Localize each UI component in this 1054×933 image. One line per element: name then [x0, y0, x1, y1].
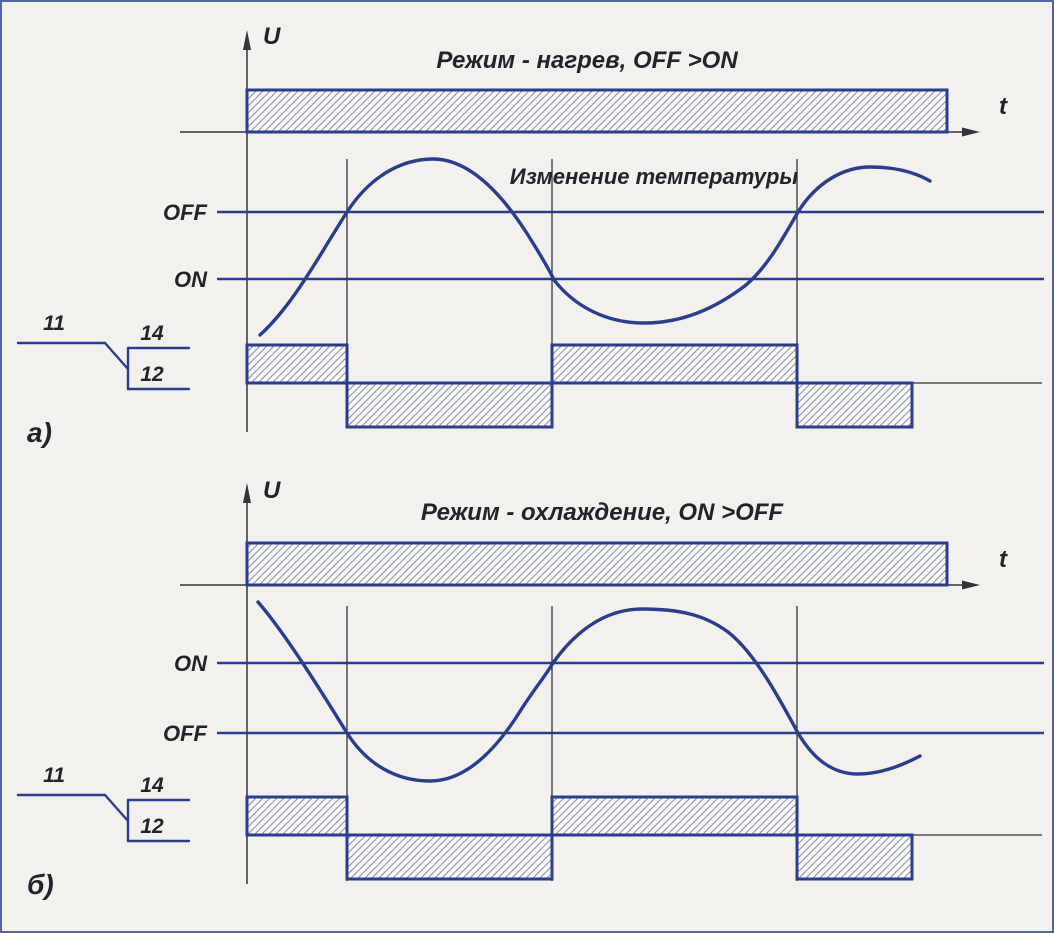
time-axis-arrow-icon [962, 580, 980, 590]
contact-no-label: 14 [140, 774, 164, 797]
contact-no-label: 14 [140, 322, 164, 345]
relay-pulse-low-1 [345, 381, 554, 429]
time-axis-arrow-icon [962, 127, 980, 137]
threshold-label-off: OFF [163, 200, 208, 225]
contact-nc-label: 12 [140, 363, 164, 386]
relay-pulse-high-1 [245, 343, 349, 385]
temperature-curve [256, 600, 922, 783]
panel-a: U t Режим - нагрев, OFF >ON OFF ON Измен… [16, 23, 1044, 448]
u-axis-arrow-icon [243, 483, 251, 503]
u-axis-label: U [263, 477, 281, 504]
threshold-label-on: ON [174, 267, 208, 292]
relay-pulse-high-2 [550, 795, 799, 837]
contact-blade [103, 341, 130, 371]
relay-pulse-low-2 [795, 833, 914, 881]
supply-bar [245, 88, 949, 134]
u-axis-arrow-icon [243, 30, 251, 50]
contact-common-label: 11 [43, 312, 65, 335]
threshold-label-off: OFF [163, 721, 208, 746]
time-axis-label: t [999, 546, 1008, 573]
contact-nc-label: 12 [140, 815, 164, 838]
panel-title: Режим - охлаждение, ON >OFF [421, 499, 785, 526]
relay-pulse-low-1 [345, 833, 554, 881]
contact-blade [103, 793, 130, 823]
threshold-label-on: ON [174, 651, 208, 676]
relay-pulse-low-2 [795, 381, 914, 429]
panel-label: а) [27, 417, 52, 448]
u-axis-label: U [263, 23, 281, 50]
curve-annotation: Изменение температуры [510, 164, 799, 189]
supply-bar [245, 541, 949, 587]
panel-title: Режим - нагрев, OFF >ON [436, 47, 738, 74]
contact-common-label: 11 [43, 764, 65, 787]
panel-b: U t Режим - охлаждение, ON >OFF ON OFF 1… [16, 477, 1044, 900]
relay-pulse-high-2 [550, 343, 799, 385]
time-axis-label: t [999, 93, 1008, 120]
panel-label: б) [27, 869, 54, 900]
relay-pulse-high-1 [245, 795, 349, 837]
temperature-curve [258, 157, 932, 337]
